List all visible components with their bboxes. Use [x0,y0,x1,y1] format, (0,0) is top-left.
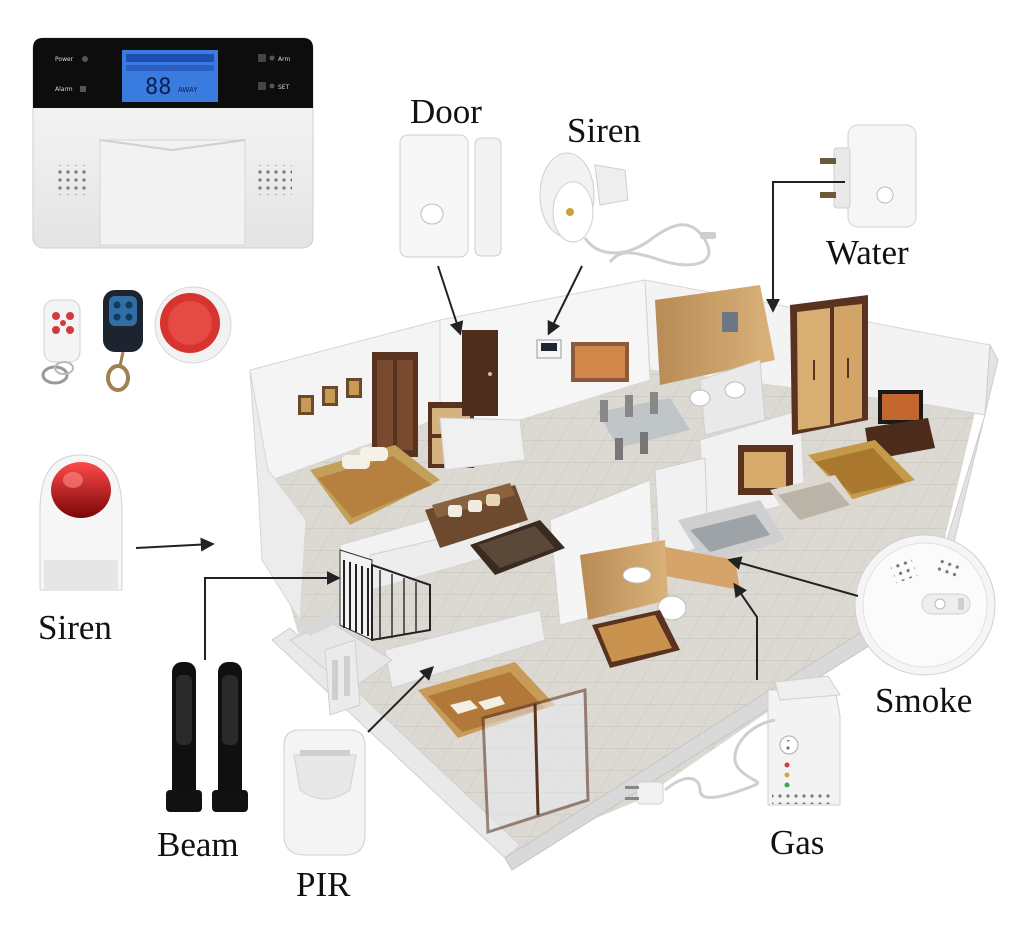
alarm-label: Alarm [55,86,73,93]
house-floorplan [249,279,999,871]
power-label: Power [55,56,74,63]
label-water: Water [826,233,909,272]
outdoor-siren [39,454,123,591]
speaker-left [55,165,89,195]
living-room [425,483,565,575]
svg-text:Arm: Arm [278,56,290,63]
sos-button [154,286,232,364]
water-sensor [820,124,917,228]
connector-arrows [135,181,859,733]
label-siren-left: Siren [38,608,112,647]
tv-unit [865,390,935,460]
arrow-gas [733,582,758,680]
label-smoke: Smoke [875,681,973,720]
door-sensor [399,134,502,258]
remote-white [41,299,81,385]
arrow-smoke [727,556,859,597]
arrow-siren-top [547,265,583,336]
alarm-control-panel: 88 AWAY Power Alarm Arm SET [32,37,314,249]
arrow-pir [367,666,434,733]
bathroom-upper [655,285,775,436]
wall-left-side [249,369,307,622]
arrow-water [766,181,845,313]
bedroom-bottom [418,662,590,835]
lcd-digits: 88 [145,75,172,100]
gas-detector [625,675,841,806]
arrow-beam [204,571,341,660]
pir-sensor [283,729,366,856]
set-label: SET [278,84,290,91]
arrow-siren-left [135,537,215,552]
wardrobe-right [790,295,868,435]
entry-door [462,330,498,416]
label-door: Door [410,92,482,131]
label-pir: PIR [296,865,351,904]
partition-1 [439,417,526,471]
smoke-detector [854,534,996,676]
label-beam: Beam [157,825,239,864]
label-gas: Gas [770,823,825,862]
dining-area [598,392,690,460]
svg-text:AWAY: AWAY [178,86,198,94]
arrow-door [437,265,464,336]
speaker-right [258,165,292,195]
balcony-railing [339,549,431,642]
remote-black [103,290,143,392]
beam-detector [166,662,248,812]
bedroom-right [808,440,915,500]
label-siren-top: Siren [567,111,641,150]
bathroom-lower [580,540,687,668]
indoor-siren [539,152,716,267]
kitchen [654,457,785,590]
bedroom-small [738,445,860,528]
balcony-lower [289,612,393,716]
